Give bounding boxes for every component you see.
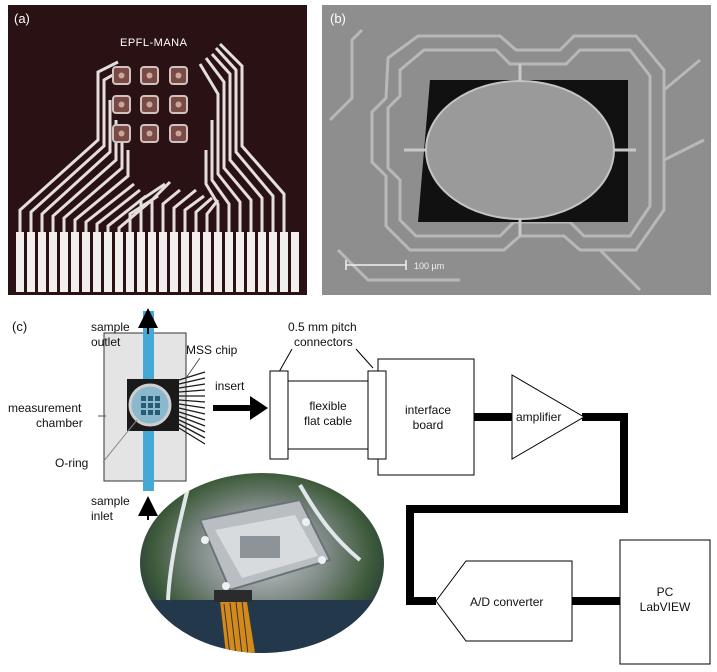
flexible-flat-cable [287, 380, 369, 450]
chip-background [8, 5, 307, 295]
sample-inlet-label-1: sample [91, 494, 130, 508]
sem-membrane [425, 80, 615, 220]
pitch-connectors-label-1: 0.5 mm pitch [288, 320, 357, 334]
pc-label-2: LabVIEW [640, 600, 691, 614]
scale-bar-label: 100 µm [414, 261, 444, 271]
panel-a-chip-photo: (a) EPFL-MANA [8, 5, 307, 295]
chip-brand-text: EPFL-MANA [120, 37, 188, 49]
sample-inlet-label-2: inlet [91, 509, 114, 523]
connector-left [269, 370, 289, 460]
panel-c-schematic: (c) sample outlet [8, 308, 711, 665]
chip-contact-pads [16, 232, 299, 292]
panel-b-label: (b) [330, 11, 346, 26]
pc-box [619, 539, 711, 665]
o-ring-leader [102, 419, 138, 463]
panel-a-label: (a) [14, 11, 30, 26]
mss-chip-leader [185, 357, 201, 379]
mss-chip-leads [178, 371, 206, 445]
pc-label-1: PC [657, 585, 674, 599]
interface-board-label-1: interface [405, 403, 451, 417]
chamber-photo [140, 473, 384, 653]
connector-leader-right [355, 348, 374, 369]
panel-b-sem-image: 100 µm (b) [322, 5, 711, 295]
chip-traces [18, 42, 286, 232]
cable-label-1: flexible [309, 399, 347, 413]
connector-leader-left [278, 348, 293, 373]
amplifier-label: amplifier [516, 410, 561, 424]
sensor-pads [112, 66, 188, 143]
sensor-array [141, 396, 160, 415]
interface-board [377, 358, 475, 476]
sample-outlet-label-2: outlet [91, 335, 121, 349]
chamber-label-1: measurement [8, 401, 82, 415]
pitch-connectors-label-2: connectors [294, 335, 353, 349]
insert-arrow [213, 396, 268, 420]
panel-c-label: (c) [12, 319, 27, 334]
amplifier [511, 374, 585, 460]
o-ring-label: O-ring [55, 456, 88, 470]
interface-board-label-2: board [413, 418, 444, 432]
cable-label-2: flat cable [304, 414, 352, 428]
sample-outlet-label-1: sample [91, 320, 130, 334]
sem-beams [404, 64, 636, 236]
mss-chip-label: MSS chip [186, 343, 238, 357]
sem-frame-traces [328, 28, 705, 292]
ad-converter [435, 560, 573, 642]
ad-converter-label: A/D converter [470, 595, 543, 609]
signal-wire [406, 413, 628, 605]
insert-label: insert [215, 379, 245, 393]
chamber-label-2: chamber [36, 416, 83, 430]
